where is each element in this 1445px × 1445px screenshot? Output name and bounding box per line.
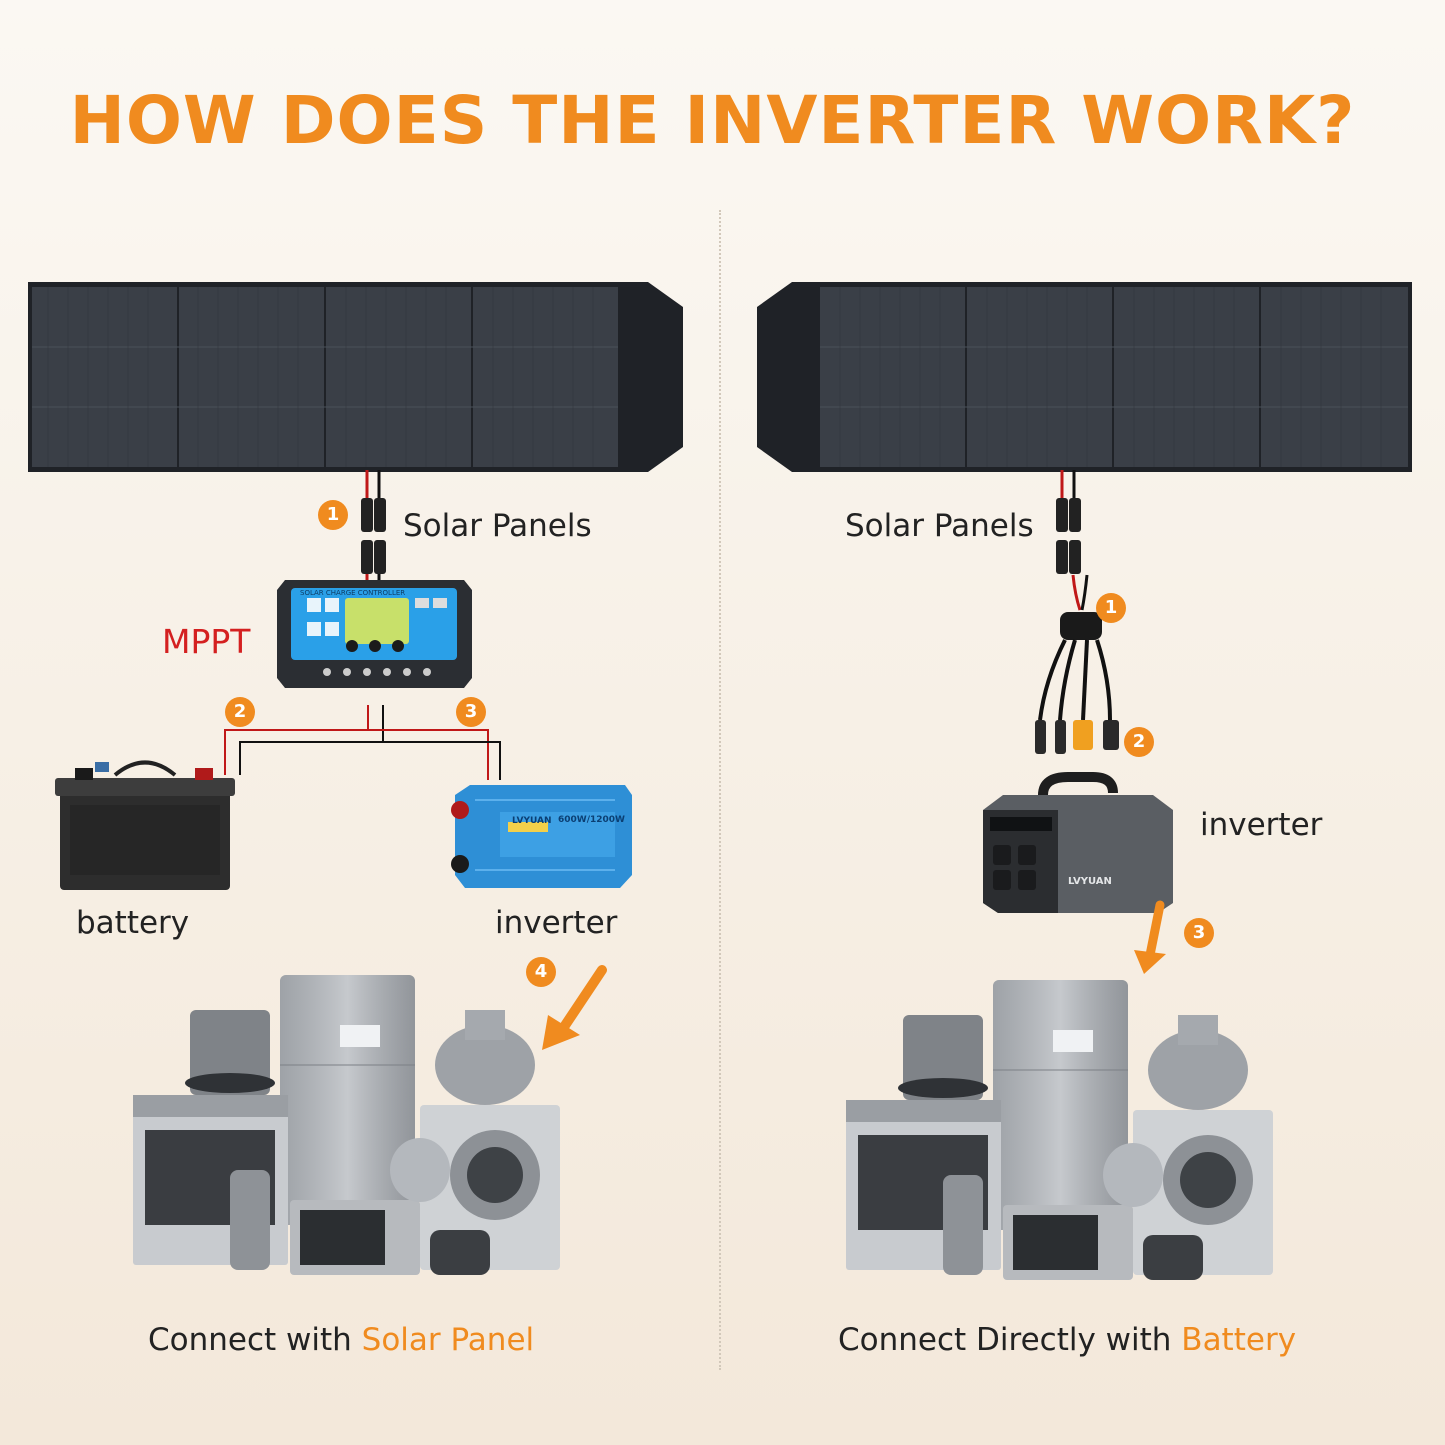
right-solar-panels-label: Solar Panels [845, 508, 1034, 544]
right-step-2-badge: 2 [1124, 727, 1154, 757]
right-inverter-brand: LVYUAN [1068, 876, 1112, 887]
right-solar-panel [757, 282, 1412, 472]
right-inverter-image [983, 772, 1173, 913]
solar-charge-controller [277, 580, 472, 688]
left-arrow-icon [542, 965, 607, 1050]
left-solar-panels-label: Solar Panels [403, 508, 592, 544]
right-caption: Connect Directly with Battery [838, 1322, 1296, 1358]
left-caption-prefix: Connect with [148, 1322, 362, 1358]
left-mc4-connectors [361, 470, 386, 585]
splitter-cable [1035, 574, 1119, 754]
left-step-3-badge: 3 [456, 697, 486, 727]
battery-image [55, 760, 235, 890]
left-step-1-badge: 1 [318, 500, 348, 530]
left-inverter-label: inverter [495, 905, 618, 941]
right-step-1-badge: 1 [1096, 593, 1126, 623]
right-appliances-image [846, 980, 1273, 1280]
right-inverter-label: inverter [1200, 807, 1323, 843]
mppt-label: MPPT [162, 622, 251, 661]
left-step-2-badge: 2 [225, 697, 255, 727]
left-appliances-image [133, 975, 560, 1275]
right-caption-prefix: Connect Directly with [838, 1322, 1182, 1358]
left-step-4-badge: 4 [526, 957, 556, 987]
right-step-3-badge: 3 [1184, 918, 1214, 948]
section-divider [719, 210, 721, 1370]
left-solar-panel [28, 282, 683, 472]
right-mc4-connectors [1056, 470, 1081, 574]
left-wiring [224, 705, 501, 780]
right-caption-accent: Battery [1181, 1322, 1297, 1358]
left-inverter-brand: LVYUAN [512, 816, 552, 826]
left-caption: Connect with Solar Panel [148, 1322, 534, 1358]
left-caption-accent: Solar Panel [361, 1322, 535, 1358]
right-arrow-icon [1134, 900, 1166, 974]
left-inverter-image [451, 785, 632, 888]
left-inverter-rating: 600W/1200W [558, 815, 625, 825]
page-title: HOW DOES THE INVERTER WORK? [69, 82, 1356, 159]
controller-screen-text: SOLAR CHARGE CONTROLLER [300, 589, 406, 597]
battery-label: battery [76, 905, 190, 941]
